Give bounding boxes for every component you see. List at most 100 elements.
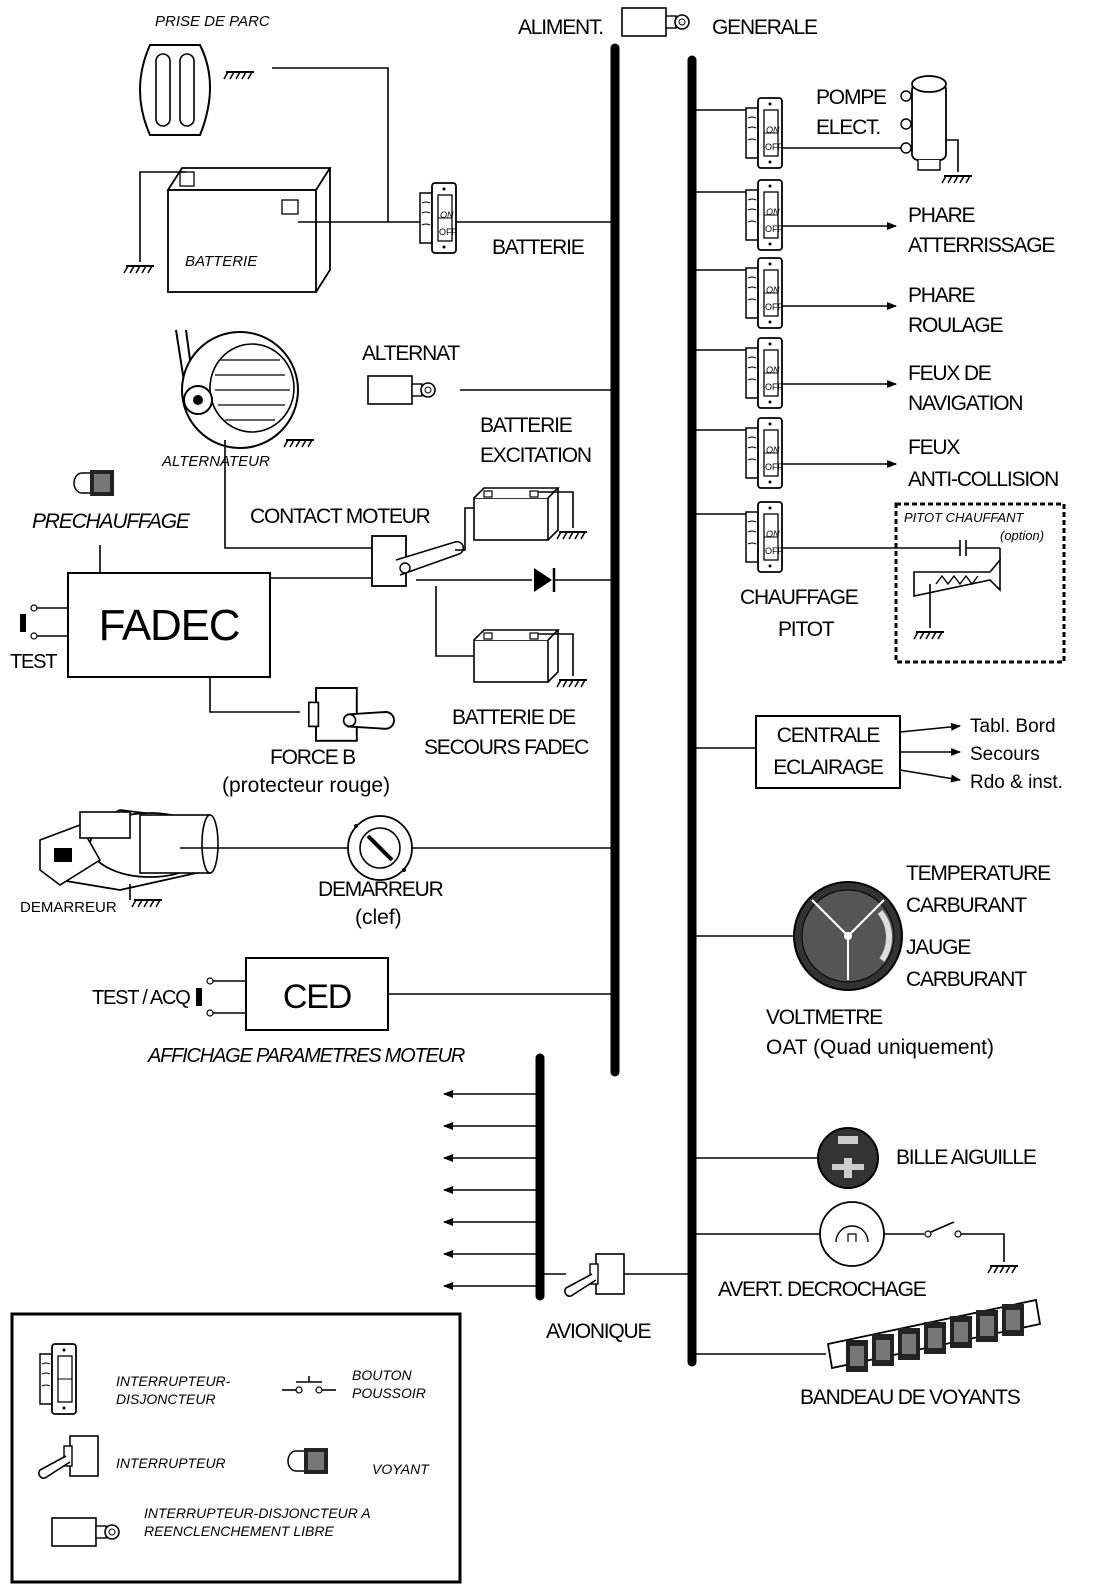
fadec-label: FADEC	[99, 601, 240, 650]
contact-moteur-label: CONTACT MOTEUR	[250, 505, 431, 528]
svg-text:ON: ON	[766, 445, 780, 455]
batterie-box-label: BATTERIE	[185, 253, 258, 270]
svg-text:ON: ON	[766, 285, 780, 295]
ced-box	[245, 957, 389, 1031]
test-acq-label: TEST / ACQ	[92, 987, 190, 1009]
pitot-option-box	[894, 502, 1066, 664]
tabl-bord-label: Tabl. Bord	[970, 716, 1056, 737]
affichage-label: AFFICHAGE PARAMETRES MOTEUR	[147, 1045, 465, 1067]
legend-voyant-icon	[287, 1447, 329, 1475]
legend-reenclenchement-1: INTERRUPTEUR-DISJONCTEUR A	[144, 1505, 371, 1521]
batterie-secours-label-2: SECOURS FADEC	[424, 736, 589, 759]
demarreur-key-label-2: (clef)	[355, 906, 402, 929]
avionique-label: AVIONIQUE	[546, 1320, 652, 1343]
feux-nav-branch: ON OFF	[696, 337, 897, 409]
legend-bouton-1: BOUTON	[352, 1367, 413, 1383]
carburant-label-1: CARBURANT	[906, 894, 1027, 917]
alim-left-label: ALIMENT.	[518, 16, 603, 39]
starter-key-switch	[347, 815, 413, 881]
contact-moteur-switch	[371, 535, 465, 587]
svg-text:ON: ON	[766, 365, 780, 375]
chauffage-label-1: CHAUFFAGE	[740, 586, 859, 609]
legend-interrupteur-disjoncteur-2: DISJONCTEUR	[116, 1391, 216, 1407]
stall-warning-horn	[819, 1201, 885, 1267]
phare-roul-branch: ON OFF	[696, 257, 897, 329]
carburant-label-2: CARBURANT	[906, 968, 1027, 991]
fadec-box	[67, 572, 271, 678]
engine-multi-gauge	[793, 881, 903, 991]
oat-label: OAT (Quad uniquement)	[766, 1036, 994, 1059]
phare-roul-label-1: PHARE	[908, 284, 976, 307]
phare-att-label-1: PHARE	[908, 204, 976, 227]
battery-switch: ON OFF	[419, 182, 457, 254]
pompe-label-2: ELECT.	[816, 116, 880, 139]
jauge-label: JAUGE	[906, 936, 971, 959]
force-b-label-2: (protecteur rouge)	[222, 774, 390, 797]
demarreur-key-label-1: DEMARREUR	[318, 878, 444, 901]
pompe-branch: ON OFF	[696, 97, 908, 169]
svg-text:OFF: OFF	[765, 382, 783, 392]
bandeau-label: BANDEAU DE VOYANTS	[800, 1386, 1021, 1409]
chauffage-label-2: PITOT	[778, 618, 835, 641]
batterie-switch-label: BATTERIE	[492, 236, 585, 259]
test-label: TEST	[10, 651, 57, 673]
bille-label: BILLE AIGUILLE	[896, 1146, 1037, 1169]
pitot-option-label: (option)	[1000, 528, 1044, 543]
warning-light-panel	[826, 1298, 1042, 1372]
svg-text:ON: ON	[766, 125, 780, 135]
main-battery	[166, 167, 332, 293]
legend-interrupteur-disjoncteur-1: INTERRUPTEUR-	[116, 1373, 231, 1389]
force-b-switch	[307, 687, 395, 742]
batterie-excitation-label-1: BATTERIE	[480, 414, 573, 437]
svg-text:ON: ON	[766, 207, 780, 217]
alternateur-label: ALTERNATEUR	[161, 453, 270, 470]
svg-text:OFF: OFF	[765, 224, 783, 234]
ced-test-button	[196, 977, 246, 1017]
prechauffage-label: PRECHAUFFAGE	[32, 510, 191, 533]
svg-text:OFF: OFF	[765, 546, 783, 556]
feux-nav-label-2: NAVIGATION	[908, 392, 1022, 415]
svg-text:OFF: OFF	[765, 462, 783, 472]
avionique-switch	[564, 1253, 625, 1297]
ced-label: CED	[283, 978, 351, 1016]
svg-text:OFF: OFF	[765, 142, 783, 152]
alternat-breaker	[367, 375, 436, 405]
batterie-secours-label-1: BATTERIE DE	[452, 706, 576, 729]
pitot-element	[913, 540, 1001, 640]
prise-parc-label: PRISE DE PARC	[155, 13, 270, 30]
pitot-chauffant-label: PITOT CHAUFFANT	[904, 510, 1024, 525]
voltmetre-label: VOLTMETRE	[766, 1006, 883, 1029]
svg-text:ON: ON	[440, 210, 454, 220]
demarreur-motor-label: DEMARREUR	[20, 899, 117, 916]
chauffage-branch: ON OFF	[696, 501, 960, 573]
feux-ac-label-2: ANTI-COLLISION	[908, 468, 1058, 491]
legend-reenclenchement-2: REENCLENCHEMENT LIBRE	[144, 1523, 334, 1539]
alim-right-label: GENERALE	[712, 16, 818, 39]
legend-bouton-icon	[282, 1376, 336, 1394]
phare-roul-label-2: ROULAGE	[908, 314, 1003, 337]
feux-ac-label-1: FEUX	[908, 436, 960, 459]
prechauffage-indicator	[73, 469, 115, 497]
phare-att-branch: ON OFF	[696, 179, 897, 251]
fuel-pump	[900, 75, 973, 184]
alternat-label: ALTERNAT	[362, 342, 460, 365]
secours-label: Secours	[970, 744, 1040, 765]
legend-voyant: VOYANT	[372, 1461, 430, 1477]
fadec-test-button	[20, 604, 68, 640]
turn-coordinator	[817, 1127, 879, 1189]
avert-label: AVERT. DECROCHAGE	[718, 1278, 927, 1301]
legend-bouton-2: POUSSOIR	[352, 1385, 426, 1401]
force-b-label-1: FORCE B	[270, 746, 355, 769]
legend-interrupteur: INTERRUPTEUR	[116, 1455, 226, 1471]
svg-text:ON: ON	[766, 529, 780, 539]
svg-text:OFF: OFF	[439, 227, 457, 237]
ground-power-plug	[139, 44, 255, 136]
centrale-label-1: CENTRALE	[777, 724, 881, 747]
feux-ac-branch: ON OFF	[696, 417, 897, 489]
pompe-label-1: POMPE	[816, 86, 887, 109]
master-breaker-symbol	[621, 7, 690, 37]
excitation-battery	[473, 487, 559, 541]
batterie-excitation-label-2: EXCITATION	[480, 444, 591, 467]
